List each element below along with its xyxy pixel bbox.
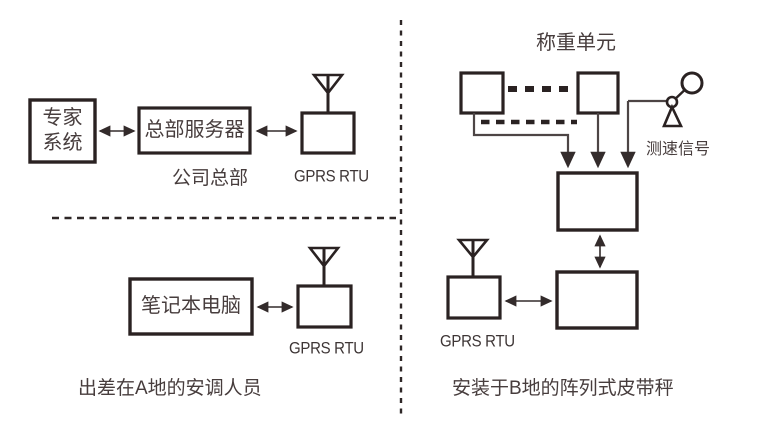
expert-system-box (28, 98, 97, 164)
speed-signal-label: 测速信号 (646, 141, 711, 158)
gprs-rtu-label-hq: GPRS RTU (294, 167, 369, 187)
hq-server-label: 总部服务器 (144, 119, 245, 141)
antenna-icon (311, 73, 345, 113)
hq-server-box (137, 106, 252, 155)
antenna-icon (307, 246, 341, 286)
weighing-unit-title: 称重单元 (536, 32, 616, 54)
weighing-sensor-box-2 (576, 71, 620, 115)
gprs-rtu-box-hq (300, 111, 356, 155)
antenna-icon (456, 238, 490, 277)
company-hq-caption: 公司总部 (171, 168, 248, 189)
link-sensor1-controller (472, 113, 576, 169)
gprs-rtu-label-field: GPRS RTU (289, 339, 364, 359)
lower-unit-box (555, 270, 639, 330)
gprs-rtu-label-scale: GPRS RTU (440, 332, 515, 352)
gprs-rtu-box-field (296, 284, 353, 329)
weighing-sensor-box-1 (459, 71, 505, 115)
gprs-rtu-box-scale (446, 275, 502, 320)
controller-box (556, 171, 639, 232)
caption-location-b: 安装于B地的阵列式皮带秤 (452, 378, 674, 399)
speed-sensor-icon (662, 71, 704, 128)
caption-location-a: 出差在A地的安调人员 (78, 378, 262, 399)
laptop-box (128, 277, 254, 336)
expert-system-label: 专家 系统 (42, 107, 83, 154)
laptop-label: 笔记本电脑 (141, 295, 241, 317)
